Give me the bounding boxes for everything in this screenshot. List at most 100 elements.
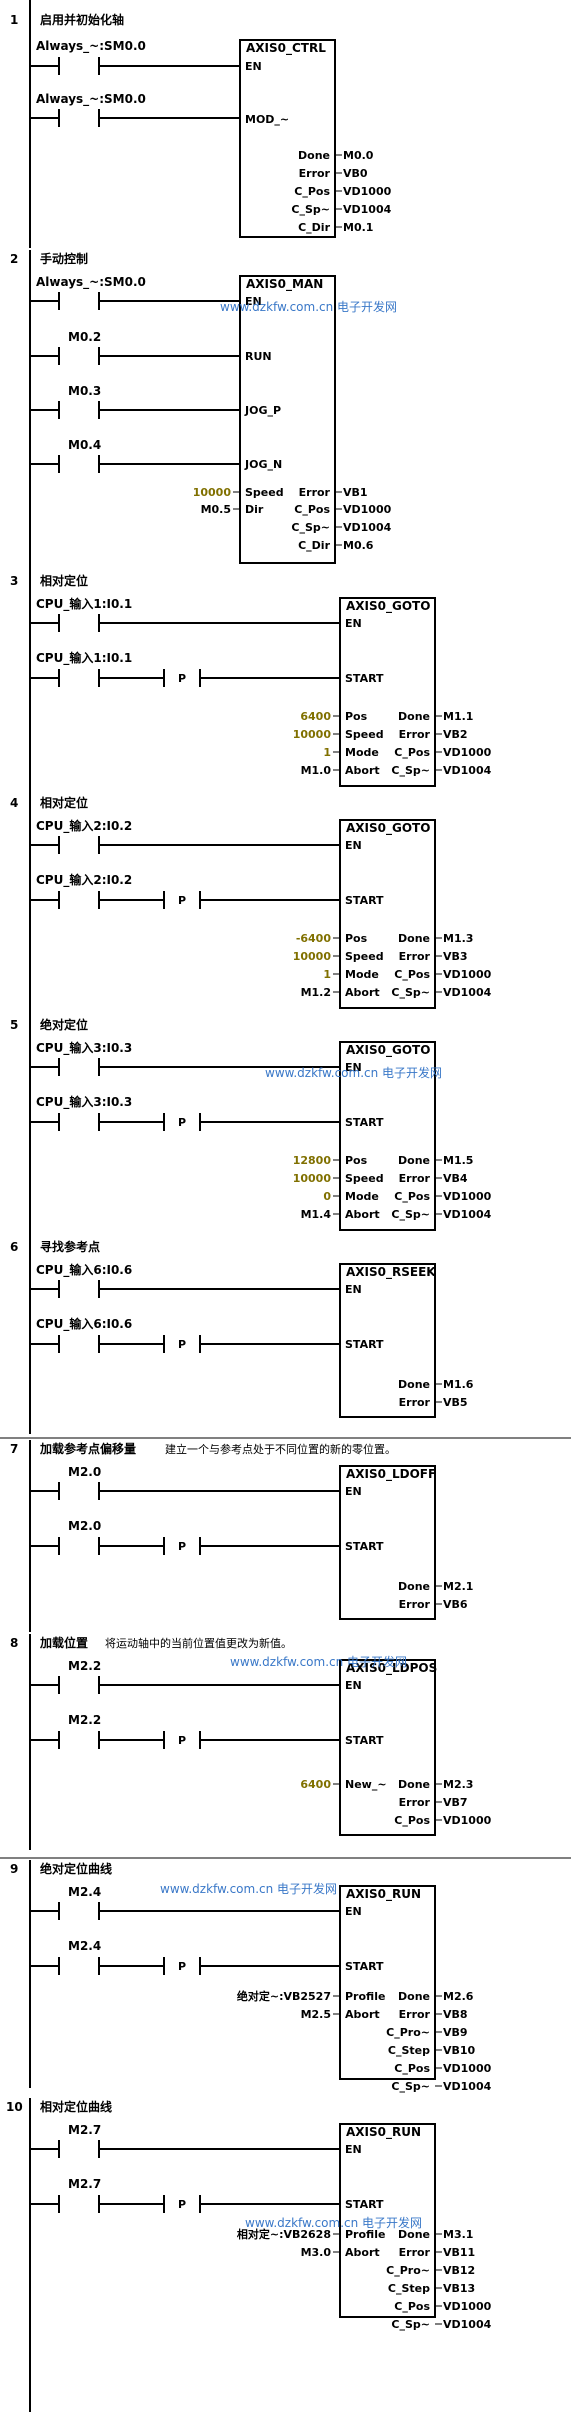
function-block[interactable]: AXIS0_RUN EN START 相对定~:VB2628 Profile M… — [237, 2123, 492, 2331]
pin-error: Error — [299, 167, 331, 180]
network-3[interactable]: 3 相对定位 CPU_输入1:I0.1 CPU_输入1:I0.1 P AXIS0… — [10, 572, 492, 794]
pin-abort: Abort — [345, 764, 380, 777]
function-block[interactable]: AXIS0_CTRL EN MOD_~ Done M0.0 Error VB0 … — [239, 39, 392, 238]
no-contact[interactable] — [30, 292, 240, 310]
pulse-contact[interactable]: P — [163, 669, 340, 687]
no-contact[interactable] — [30, 836, 340, 854]
function-block[interactable]: AXIS0_GOTO EN START -6400 Pos 10000 Spee… — [293, 819, 492, 1009]
param-value: VD1004 — [443, 764, 492, 777]
pin-mode: Mode — [345, 968, 379, 981]
no-contact[interactable] — [30, 669, 163, 687]
param-value: VD1000 — [443, 968, 492, 981]
pin-abort: Abort — [345, 2008, 380, 2021]
pulse-contact[interactable]: P — [163, 1113, 340, 1131]
no-contact[interactable] — [30, 1537, 163, 1555]
param-value: M0.1 — [343, 221, 373, 234]
no-contact[interactable] — [30, 401, 240, 419]
pin-mod: MOD_~ — [245, 113, 289, 126]
network-number: 3 — [10, 574, 18, 588]
pin-cpos: C_Pos — [394, 1814, 430, 1827]
pin-en: EN — [345, 2143, 362, 2156]
no-contact[interactable] — [30, 1058, 340, 1076]
pin-cspeed: C_Sp~ — [291, 521, 330, 534]
pulse-contact[interactable]: P — [163, 2195, 340, 2213]
no-contact[interactable] — [30, 1902, 340, 1920]
function-block[interactable]: AXIS0_RSEEK EN START Done M1.6 Error VB5 — [339, 1263, 474, 1418]
no-contact[interactable] — [30, 1676, 340, 1694]
pin-error: Error — [399, 2246, 431, 2259]
block-name: AXIS0_RUN — [346, 2125, 421, 2140]
param-value: VB5 — [443, 1396, 468, 1409]
param-value: VD1000 — [443, 2062, 492, 2075]
param-value: M0.6 — [343, 539, 374, 552]
pulse-contact[interactable]: P — [163, 1957, 340, 1975]
param-value: VB0 — [343, 167, 368, 180]
network-6[interactable]: 6 寻找参考点 CPU_输入6:I0.6 CPU_输入6:I0.6 P AXIS… — [10, 1238, 474, 1434]
pin-start: START — [345, 894, 384, 907]
pin-cspeed: C_Sp~ — [391, 2318, 430, 2331]
network-number: 1 — [10, 13, 18, 27]
function-block[interactable]: AXIS0_GOTO EN START 12800 Pos 10000 Spee… — [293, 1041, 492, 1231]
function-block[interactable]: AXIS0_LDPOS EN START 6400 New_~ Done M2.… — [300, 1659, 492, 1836]
pin-error: Error — [399, 950, 431, 963]
pin-done: Done — [398, 2228, 430, 2241]
network-10[interactable]: 10 相对定位曲线 M2.7 M2.7 P AXIS0_RUN EN START — [6, 2098, 492, 2412]
no-contact[interactable] — [30, 1482, 340, 1500]
param-value: VD1004 — [443, 986, 492, 999]
pin-en: EN — [245, 295, 262, 308]
pulse-contact[interactable]: P — [163, 1731, 340, 1749]
function-block[interactable]: AXIS0_LDOFF EN START Done M2.1 Error VB6 — [339, 1465, 473, 1620]
network-title: 寻找参考点 — [40, 1239, 100, 1254]
network-title: 绝对定位曲线 — [40, 1861, 112, 1876]
no-contact[interactable] — [30, 1957, 163, 1975]
param-value: 10000 — [193, 486, 232, 499]
pin-cspeed: C_Sp~ — [391, 2080, 430, 2093]
network-8[interactable]: 8 加载位置 将运动轴中的当前位置值更改为新值。 M2.2 M2.2 P AXI… — [10, 1634, 492, 1850]
no-contact[interactable] — [30, 1731, 163, 1749]
no-contact[interactable] — [30, 347, 240, 365]
function-block[interactable]: AXIS0_MAN EN RUN JOG_P JOG_N 10000 Speed… — [193, 275, 392, 564]
network-number: 8 — [10, 1636, 18, 1650]
network-1[interactable]: 1 启用并初始化轴 Always_~:SM0.0 Always_~:SM0.0 … — [10, 0, 392, 248]
network-title: 相对定位 — [40, 573, 88, 588]
contact-label: CPU_输入6:I0.6 — [36, 1316, 132, 1332]
no-contact[interactable] — [30, 2140, 340, 2158]
no-contact[interactable] — [30, 1113, 163, 1131]
no-contact[interactable] — [30, 455, 240, 473]
pin-en: EN — [345, 1061, 362, 1074]
network-5[interactable]: 5 绝对定位 CPU_输入3:I0.3 CPU_输入3:I0.3 P AXIS0… — [10, 1016, 492, 1238]
pulse-contact[interactable]: P — [163, 891, 340, 909]
pin-cstep: C_Step — [388, 2044, 430, 2057]
network-4[interactable]: 4 相对定位 CPU_输入2:I0.2 CPU_输入2:I0.2 P AXIS0… — [10, 794, 492, 1016]
pin-dir: Dir — [245, 503, 264, 516]
contact-label: CPU_输入6:I0.6 — [36, 1262, 132, 1278]
no-contact[interactable] — [30, 891, 163, 909]
pin-en: EN — [345, 1679, 362, 1692]
pulse-contact[interactable]: P — [163, 1335, 340, 1353]
network-number: 5 — [10, 1018, 18, 1032]
no-contact[interactable] — [30, 1335, 163, 1353]
function-block[interactable]: AXIS0_GOTO EN START 6400 Pos 10000 Speed… — [293, 597, 492, 787]
function-block[interactable]: AXIS0_RUN EN START 绝对定~:VB2527 Profile M… — [237, 1885, 492, 2093]
contact-label: CPU_输入1:I0.1 — [36, 596, 132, 612]
pin-start: START — [345, 672, 384, 685]
no-contact[interactable] — [30, 57, 240, 75]
block-name: AXIS0_GOTO — [346, 1043, 430, 1058]
pin-error: Error — [399, 1396, 431, 1409]
no-contact[interactable] — [30, 2195, 163, 2213]
contact-label: CPU_输入1:I0.1 — [36, 650, 132, 666]
pin-cstep: C_Step — [388, 2282, 430, 2295]
no-contact[interactable] — [30, 1280, 340, 1298]
pin-cdir: C_Dir — [298, 221, 330, 234]
no-contact[interactable] — [30, 614, 340, 632]
pin-jog-p: JOG_P — [244, 404, 281, 417]
param-value: 10000 — [293, 950, 332, 963]
pin-cpos: C_Pos — [394, 2300, 430, 2313]
network-2[interactable]: 2 手动控制 Always_~:SM0.0 M0.2 M0.3 M0.4 — [10, 250, 397, 572]
pulse-contact[interactable]: P — [163, 1537, 340, 1555]
param-value: VB2 — [443, 728, 468, 741]
network-9[interactable]: 9 绝对定位曲线 M2.4 M2.4 P AXIS0_RUN EN START — [10, 1860, 492, 2093]
pin-cdir: C_Dir — [298, 539, 330, 552]
no-contact[interactable] — [30, 109, 240, 127]
network-7[interactable]: 7 加载参考点偏移量 建立一个与参考点处于不同位置的新的零位置。 M2.0 M2… — [10, 1440, 473, 1632]
